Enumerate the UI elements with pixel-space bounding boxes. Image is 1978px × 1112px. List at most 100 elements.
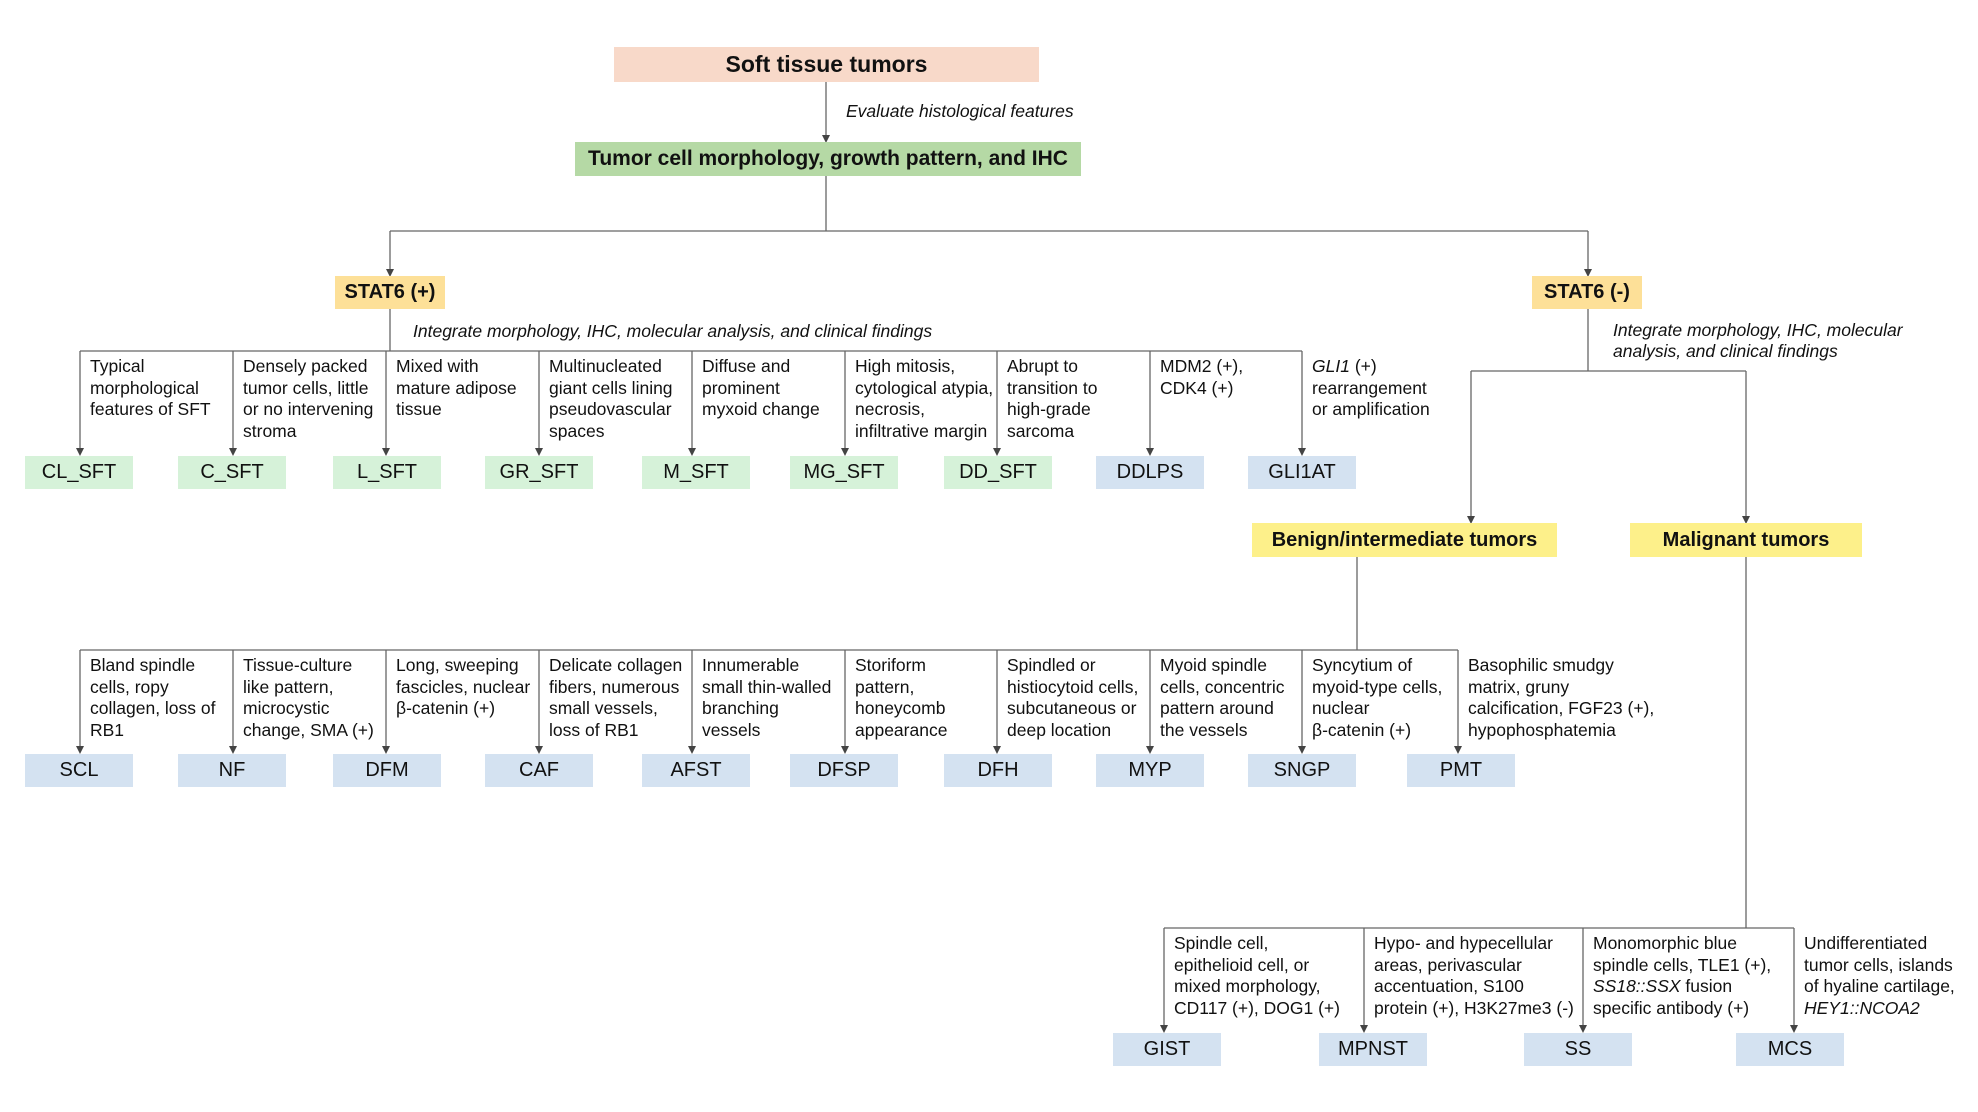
criteria-line: collagen, loss of <box>90 698 216 718</box>
criteria-line: myxoid change <box>702 399 820 419</box>
sft-leaf-ddlps: DDLPS <box>1096 456 1204 489</box>
criteria-line: giant cells lining <box>549 377 673 398</box>
criteria-line: rearrangement <box>1312 377 1427 398</box>
criteria-line: honeycomb <box>855 698 946 718</box>
sft-leaf-gli1at: GLI1AT <box>1248 456 1356 489</box>
sft-criteria-ddlps: MDM2 (+),CDK4 (+) <box>1160 356 1243 399</box>
criteria-line: mature adipose <box>396 377 517 398</box>
criteria-line: loss of RB1 <box>549 719 639 740</box>
criteria-line: cytological atypia, <box>855 377 994 398</box>
criteria-line: spaces <box>549 420 605 441</box>
criteria-line: histiocytoid cells, <box>1007 676 1139 697</box>
criteria-line: HEY1::NCOA2 <box>1804 997 1920 1018</box>
benign-leaf-sngp: SNGP <box>1248 754 1356 787</box>
benign-leaf-afst: AFST <box>642 754 750 787</box>
criteria-line: microcystic <box>243 698 330 718</box>
note-stat6-positive: Integrate morphology, IHC, molecular ana… <box>413 321 933 341</box>
sft-leaf-cl-sft: CL_SFT <box>25 456 133 489</box>
criteria-line: β-catenin (+) <box>1312 719 1412 740</box>
criteria-line: epithelioid cell, or <box>1174 954 1310 975</box>
criteria-line: myoid-type cells, <box>1312 676 1443 697</box>
malignant-leaf-ss: SS <box>1524 1033 1632 1066</box>
benign-leaf-dfsp: DFSP <box>790 754 898 787</box>
node-tumor-cell-morphology: Tumor cell morphology, growth pattern, a… <box>575 142 1081 176</box>
criteria-line: infiltrative margin <box>855 420 988 441</box>
criteria-line: appearance <box>855 719 948 740</box>
criteria-line: Bland spindle <box>90 655 196 675</box>
malignant-leaf-mpnst: MPNST <box>1319 1033 1427 1066</box>
criteria-line: calcification, FGF23 (+), <box>1468 698 1655 718</box>
criteria-line: small vessels, <box>549 698 658 718</box>
malignant-leaf-gist: GIST <box>1113 1033 1221 1066</box>
criteria-line: cells, concentric <box>1160 676 1285 697</box>
criteria-line: Undifferentiated <box>1804 933 1928 953</box>
benign-leaf-myp: MYP <box>1096 754 1204 787</box>
criteria-line: Spindle cell, <box>1174 933 1269 953</box>
node-stat6-positive: STAT6 (+) <box>335 276 445 309</box>
benign-leaf-caf: CAF <box>485 754 593 787</box>
criteria-line: cells, ropy <box>90 676 169 697</box>
criteria-line: Abrupt to <box>1007 356 1079 376</box>
sft-leaf-l-sft: L_SFT <box>333 456 441 489</box>
criteria-line: GLI1 (+) <box>1312 356 1377 376</box>
criteria-line: Hypo- and hypecellular <box>1374 933 1553 953</box>
node-stat6-negative: STAT6 (-) <box>1532 276 1642 309</box>
criteria-line: Monomorphic blue <box>1593 933 1737 953</box>
root-node-soft-tissue-tumors: Soft tissue tumors <box>614 47 1039 82</box>
criteria-line: Mixed with <box>396 356 479 376</box>
node-malignant: Malignant tumors <box>1630 523 1862 557</box>
sft-leaf-mg-sft: MG_SFT <box>790 456 898 489</box>
benign-leaf-scl: SCL <box>25 754 133 787</box>
criteria-line: mixed morphology, <box>1174 976 1321 996</box>
benign-leaf-nf: NF <box>178 754 286 787</box>
sft-leaf-dd-sft: DD_SFT <box>944 456 1052 489</box>
sft-leaf-m-sft: M_SFT <box>642 456 750 489</box>
criteria-line: Spindled or <box>1007 655 1096 675</box>
criteria-line: CD117 (+), DOG1 (+) <box>1174 997 1340 1018</box>
criteria-line: vessels <box>702 719 761 740</box>
node-benign-intermediate: Benign/intermediate tumors <box>1252 523 1557 557</box>
criteria-line: CDK4 (+) <box>1160 377 1234 398</box>
criteria-line: change, SMA (+) <box>243 719 374 740</box>
criteria-line: Delicate collagen <box>549 655 683 675</box>
criteria-line: transition to <box>1007 377 1098 398</box>
benign-leaf-dfm: DFM <box>333 754 441 787</box>
note-stat6-negative: Integrate morphology, IHC, molecular ana… <box>1613 320 1903 362</box>
criteria-line: tumor cells, little <box>243 377 369 398</box>
criteria-line: hypophosphatemia <box>1468 719 1616 740</box>
criteria-line: pattern around <box>1160 698 1274 718</box>
criteria-line: spindle cells, TLE1 (+), <box>1593 954 1772 975</box>
criteria-line: Syncytium of <box>1312 655 1413 675</box>
criteria-line: necrosis, <box>855 399 926 419</box>
criteria-line: Storiform <box>855 655 926 675</box>
criteria-line: areas, perivascular <box>1374 954 1522 975</box>
criteria-line: of hyaline cartilage, <box>1804 976 1955 996</box>
criteria-line: Innumerable <box>702 655 800 675</box>
edge-label-evaluate-histological: Evaluate histological features <box>846 101 1074 121</box>
criteria-line: or amplification <box>1312 399 1430 419</box>
criteria-line: fascicles, nuclear <box>396 676 531 697</box>
criteria-line: fibers, numerous <box>549 676 680 697</box>
criteria-line: MDM2 (+), <box>1160 356 1244 376</box>
criteria-line: or no intervening <box>243 399 374 419</box>
criteria-line: Densely packed <box>243 356 368 376</box>
